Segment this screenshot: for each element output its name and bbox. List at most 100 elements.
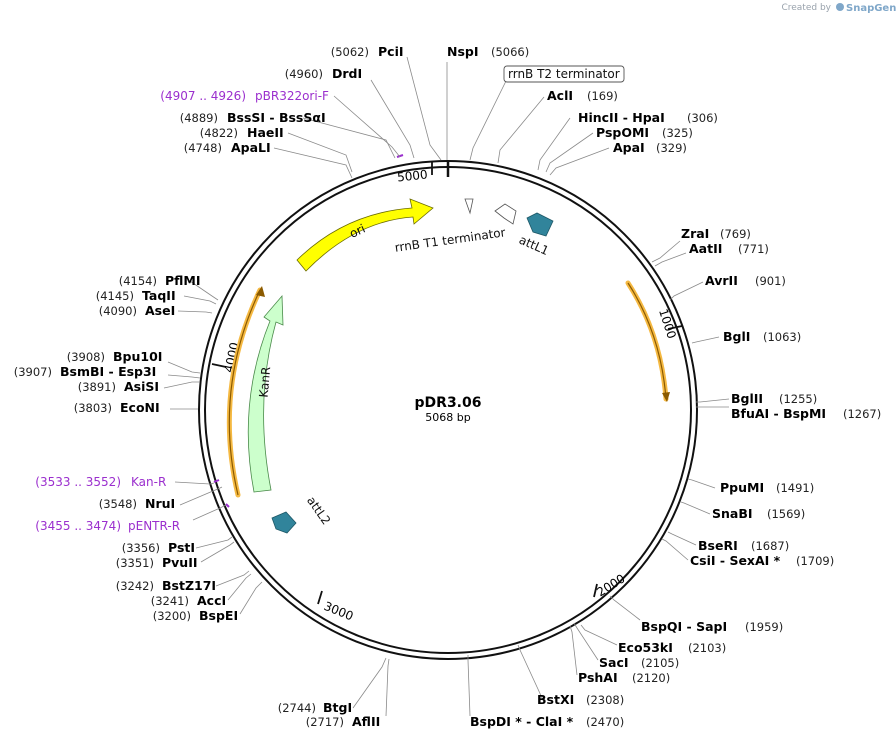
site-pos: (4822) <box>200 126 238 140</box>
site-pos: (3351) <box>116 556 154 570</box>
rrnb-t2-terminator-marker[interactable] <box>464 198 474 215</box>
site-pos: (3241) <box>151 594 189 608</box>
site-name[interactable]: BfuAI - BspMI <box>731 406 826 421</box>
site-pos: (771) <box>738 242 769 256</box>
site-name[interactable]: BtgI <box>323 700 352 715</box>
site-pos: (3908) <box>67 350 105 364</box>
site-pos: (2103) <box>688 641 726 655</box>
site-name[interactable]: Eco53kI <box>618 640 673 655</box>
site-name[interactable]: SnaBI <box>712 506 753 521</box>
site-name[interactable]: Bpu10I <box>113 349 162 364</box>
site-pos: (901) <box>755 274 786 288</box>
leader-lines <box>163 56 730 717</box>
kanr-arrow[interactable] <box>247 294 284 493</box>
site-name[interactable]: AccI <box>197 593 226 608</box>
site-name[interactable]: BspDI * - ClaI * <box>470 714 574 729</box>
site-name[interactable]: PstI <box>168 540 195 555</box>
rrnb-t1-terminator-label: rrnB T1 terminator <box>394 225 507 254</box>
site-pos: (4154) <box>119 274 157 288</box>
primer-name[interactable]: Kan-R <box>131 475 166 489</box>
site-name[interactable]: PvuII <box>162 555 198 570</box>
site-pos: (4145) <box>96 289 134 303</box>
site-pos: (169) <box>587 89 618 103</box>
site-name[interactable]: BssSI - BssSαI <box>227 110 326 125</box>
site-name[interactable]: AflII <box>352 714 380 729</box>
primer-pentr-r-mark <box>225 503 230 508</box>
tick-1000 <box>667 325 683 330</box>
site-pos: (4748) <box>184 141 222 155</box>
site-name[interactable]: HincII - HpaI <box>578 110 665 125</box>
site-pos: (2105) <box>641 656 679 670</box>
site-name[interactable]: AvrII <box>705 273 738 288</box>
kanr-label: KanR <box>257 366 274 398</box>
site-name[interactable]: PflMI <box>165 273 201 288</box>
site-pos: (3907) <box>14 365 52 379</box>
snapgene-logo-icon <box>836 3 844 11</box>
site-name[interactable]: PspOMI <box>596 125 649 140</box>
site-pos: (306) <box>687 111 718 125</box>
site-pos: (4090) <box>99 304 137 318</box>
primer-pbr322ori-f-mark <box>396 154 404 158</box>
site-name[interactable]: BstZ17I <box>162 578 216 593</box>
site-name[interactable]: HaeII <box>247 125 284 140</box>
site-name[interactable]: AseI <box>145 303 175 318</box>
site-pos: (325) <box>662 126 693 140</box>
site-pos: (4889) <box>180 111 218 125</box>
orf-arc-left-head <box>256 286 265 297</box>
primer-marks <box>213 154 404 508</box>
site-pos: (3891) <box>78 380 116 394</box>
site-pos: (1709) <box>796 554 834 568</box>
site-name[interactable]: PpuMI <box>720 480 764 495</box>
site-name[interactable]: PshAI <box>578 670 618 685</box>
site-name[interactable]: EcoNI <box>120 400 160 415</box>
site-name[interactable]: BseRI <box>698 538 738 553</box>
features: ori rrnB T1 terminator attL1 attL2 KanR <box>226 198 670 534</box>
site-pos: (1063) <box>763 330 801 344</box>
site-pos: (769) <box>720 227 751 241</box>
ori-label: ori <box>347 222 367 241</box>
site-name[interactable]: CsiI - SexAI * <box>690 553 781 568</box>
site-name[interactable]: NspI <box>447 44 479 59</box>
attl1-label: attL1 <box>517 233 551 258</box>
site-pos: (2717) <box>306 715 344 729</box>
site-name[interactable]: ZraI <box>681 226 709 241</box>
site-name[interactable]: NruI <box>145 496 175 511</box>
site-name[interactable]: AatII <box>689 241 722 256</box>
site-pos: (1687) <box>751 539 789 553</box>
site-name[interactable]: AsiSI <box>124 379 159 394</box>
site-name[interactable]: ApaI <box>613 140 645 155</box>
site-name[interactable]: SacI <box>599 655 629 670</box>
site-pos: (329) <box>656 141 687 155</box>
site-pos: (5066) <box>491 45 529 59</box>
orf-arc-right[interactable] <box>625 280 669 402</box>
attl1-arrow[interactable] <box>526 212 554 237</box>
ori-arrow[interactable] <box>296 198 434 272</box>
rrnb-t1-terminator-arrow[interactable] <box>494 203 517 225</box>
site-name[interactable]: BglI <box>723 329 750 344</box>
rrnb-t2-terminator-box[interactable] <box>503 65 625 83</box>
orf-arc-right-head <box>662 392 670 402</box>
primer-name[interactable]: pENTR-R <box>128 519 180 533</box>
orf-arc-left-core <box>228 289 261 496</box>
site-name[interactable]: BsmBI - Esp3I <box>60 364 156 379</box>
plasmid-length: 5068 bp <box>425 411 470 424</box>
site-pos: (3242) <box>116 579 154 593</box>
site-name[interactable]: DrdI <box>332 66 362 81</box>
site-pos: (3803) <box>74 401 112 415</box>
site-name[interactable]: BspEI <box>199 608 238 623</box>
site-name[interactable]: AclI <box>547 88 573 103</box>
attl2-arrow[interactable] <box>271 511 297 534</box>
site-pos: (1959) <box>745 620 783 634</box>
site-name[interactable]: TaqII <box>142 288 176 303</box>
site-name[interactable]: ApaLI <box>231 140 271 155</box>
primer-name[interactable]: pBR322ori-F <box>255 89 329 103</box>
site-name[interactable]: PciI <box>378 44 404 59</box>
site-pos: (1267) <box>843 407 881 421</box>
site-name[interactable]: BglII <box>731 391 763 406</box>
site-pos: (2470) <box>586 715 624 729</box>
site-name[interactable]: BspQI - SapI <box>641 619 727 634</box>
tick-label-5000: 5000 <box>396 167 428 184</box>
site-pos: (1255) <box>779 392 817 406</box>
watermark-created-by: Created by <box>781 3 831 13</box>
site-name[interactable]: BstXI <box>537 692 574 707</box>
